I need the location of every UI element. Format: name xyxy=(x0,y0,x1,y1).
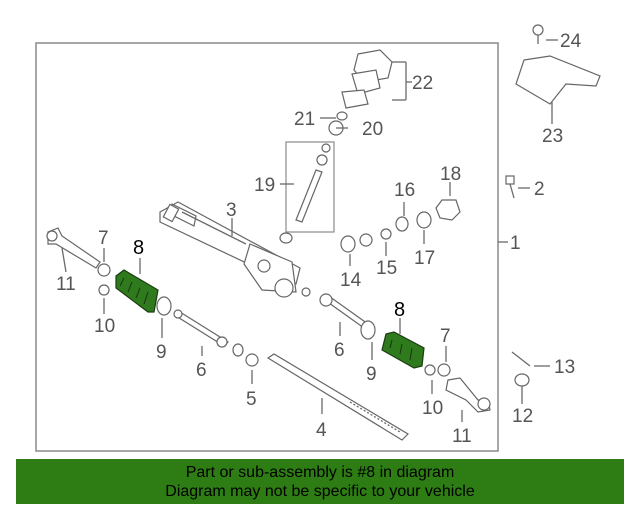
callout-10-right: 10 xyxy=(422,398,443,419)
callout-8-left: 8 xyxy=(133,237,144,259)
rack-housing xyxy=(159,201,301,298)
callout-13: 13 xyxy=(554,357,575,378)
banner-line-1: Part or sub-assembly is #8 in diagram xyxy=(185,464,455,481)
callout-5: 5 xyxy=(246,389,257,410)
callout-1: 1 xyxy=(510,233,521,254)
callout-4: 4 xyxy=(316,420,327,441)
callout-17: 17 xyxy=(414,248,435,269)
callout-6-right: 6 xyxy=(334,340,345,361)
callout-15: 15 xyxy=(376,258,397,279)
callout-12: 12 xyxy=(512,406,533,427)
callout-22: 22 xyxy=(412,73,433,94)
upper-assembly xyxy=(328,49,393,136)
callout-9-left: 9 xyxy=(156,342,167,363)
callout-10-left: 10 xyxy=(94,316,115,337)
callout-7-left: 7 xyxy=(98,228,109,249)
callout-19: 19 xyxy=(254,175,275,196)
steering-boot-right xyxy=(381,331,425,369)
pinion-parts xyxy=(295,143,331,223)
leader-lines xyxy=(61,39,558,422)
bolt-2 xyxy=(505,175,515,199)
banner-line-2: Diagram may not be specific to your vehi… xyxy=(165,483,475,500)
callout-23: 23 xyxy=(542,126,563,147)
callout-6-left: 6 xyxy=(196,360,207,381)
small-parts xyxy=(97,199,461,377)
clip-24 xyxy=(532,24,544,44)
callout-18: 18 xyxy=(440,164,461,185)
callout-8-right: 8 xyxy=(394,299,405,321)
tie-rod-end-left xyxy=(47,227,101,269)
callout-20: 20 xyxy=(362,119,383,140)
callout-7-right: 7 xyxy=(440,326,451,347)
callout-24: 24 xyxy=(560,31,582,52)
inner-tie-rod-left xyxy=(173,309,229,348)
rack-bar xyxy=(266,353,409,441)
bushing-12 xyxy=(514,373,530,394)
callout-11-left: 11 xyxy=(56,274,76,295)
callout-labels: 1 2 3 4 5 6 6 7 7 8 8 9 9 10 10 11 11 12… xyxy=(56,31,582,447)
highlight-banner: Part or sub-assembly is #8 in diagram Di… xyxy=(16,459,624,504)
inner-tie-rod-right xyxy=(301,287,369,329)
callout-21: 21 xyxy=(294,109,315,130)
bolt-13 xyxy=(511,351,531,367)
subassembly-frame-19 xyxy=(285,141,335,233)
assembly-frame xyxy=(35,42,499,452)
callout-11-right: 11 xyxy=(452,426,472,447)
steering-boot-left xyxy=(115,269,159,313)
heat-shield xyxy=(515,55,601,105)
callout-16: 16 xyxy=(394,180,415,201)
callout-14: 14 xyxy=(340,270,362,291)
callout-3: 3 xyxy=(226,200,237,221)
callout-2: 2 xyxy=(534,179,545,200)
callout-9-right: 9 xyxy=(366,364,377,385)
